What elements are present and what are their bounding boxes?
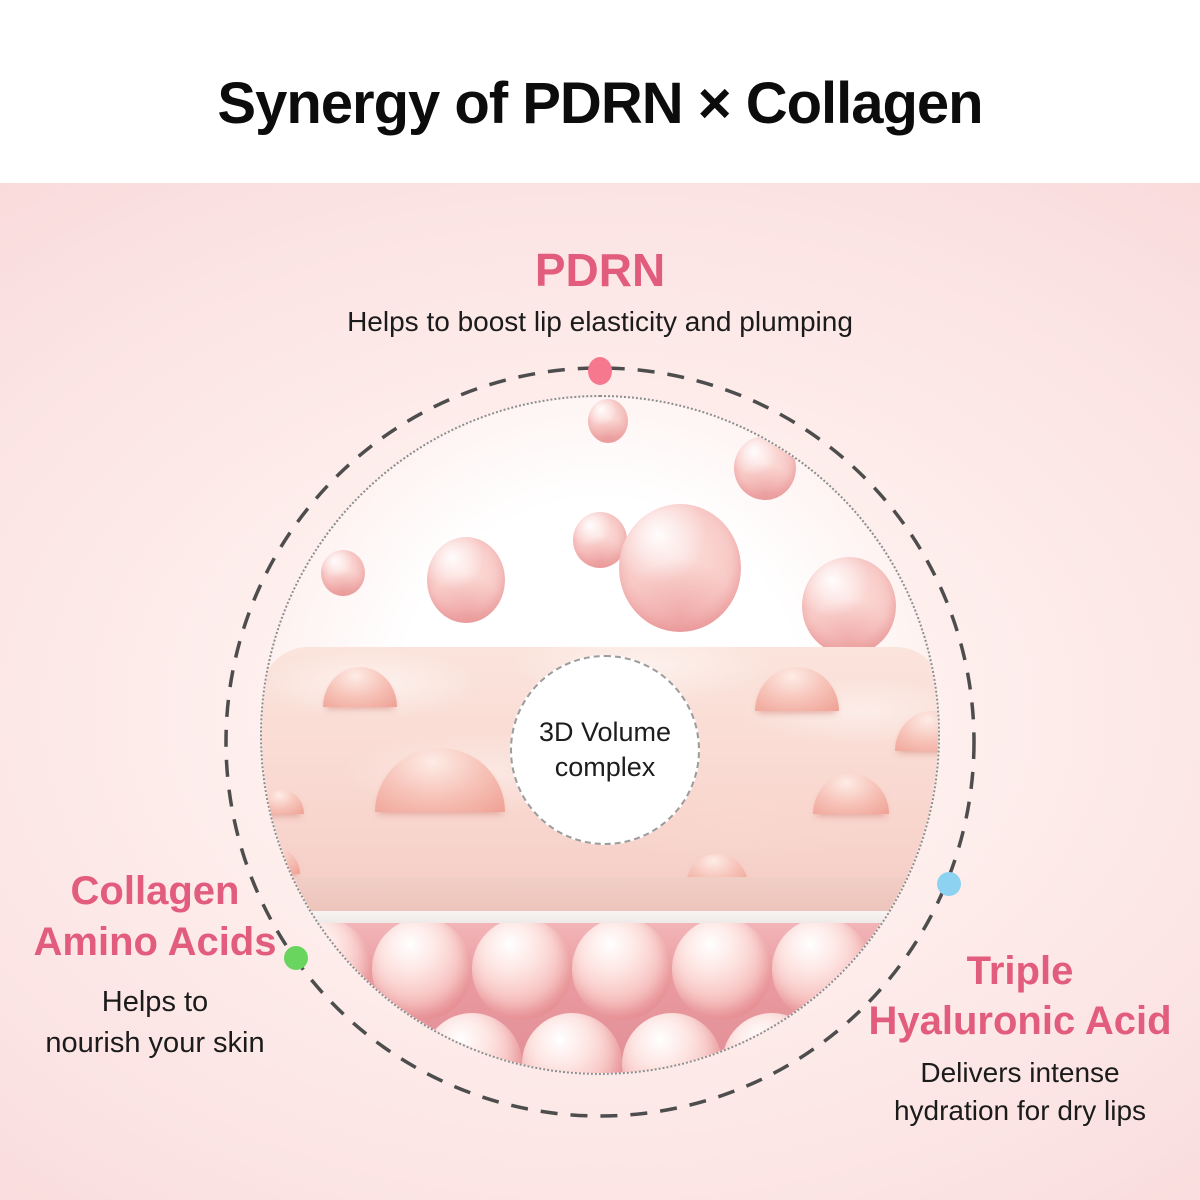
dashed-ring <box>224 366 976 1118</box>
center-badge-text: 3D Volume complex <box>538 716 672 782</box>
pdrn-description: Helps to boost lip elasticity and plumpi… <box>347 305 853 337</box>
center-badge: 3D Volume complex <box>510 655 700 845</box>
serum-bubble <box>573 512 627 568</box>
page-title: Synergy of PDRN × Collagen <box>217 71 983 136</box>
collagen-callout: Collagen Amino Acids Helps to nourish yo… <box>15 866 295 1064</box>
collagen-sphere <box>672 923 772 1020</box>
pdrn-dot <box>588 357 612 385</box>
collagen-sphere <box>522 1013 622 1073</box>
collagen-sphere <box>572 923 672 1020</box>
collagen-sphere <box>372 923 472 1020</box>
serum-bubble <box>619 504 741 632</box>
collagen-sphere <box>772 923 872 1020</box>
serum-bubble <box>734 436 796 500</box>
collagen-title: Collagen Amino Acids <box>33 869 277 965</box>
serum-bubble <box>802 557 896 655</box>
collagen-sphere <box>272 923 372 1020</box>
hyaluronic-dot <box>937 872 961 896</box>
collagen-sphere-field <box>262 923 938 1073</box>
pdrn-title: PDRN <box>534 244 666 296</box>
collagen-description: Helps to nourish your skin <box>45 986 265 1059</box>
collagen-sphere <box>322 1013 422 1073</box>
collagen-sphere <box>422 1013 522 1073</box>
collagen-sphere <box>472 923 572 1020</box>
collagen-sphere <box>622 1013 722 1073</box>
membrane-line <box>262 911 938 923</box>
serum-bubble <box>427 537 505 623</box>
hyaluronic-description: Delivers intense hydration for dry lips <box>893 1057 1147 1126</box>
serum-bubble <box>588 399 628 443</box>
collagen-sphere <box>722 1013 822 1073</box>
hyaluronic-title: Triple Hyaluronic Acid <box>868 949 1172 1043</box>
hyaluronic-callout: Triple Hyaluronic Acid Delivers intense … <box>860 946 1180 1130</box>
serum-bubble <box>321 550 365 596</box>
dermis-layer <box>262 877 938 911</box>
pdrn-callout: PDRN Helps to boost lip elasticity and p… <box>0 244 1200 338</box>
